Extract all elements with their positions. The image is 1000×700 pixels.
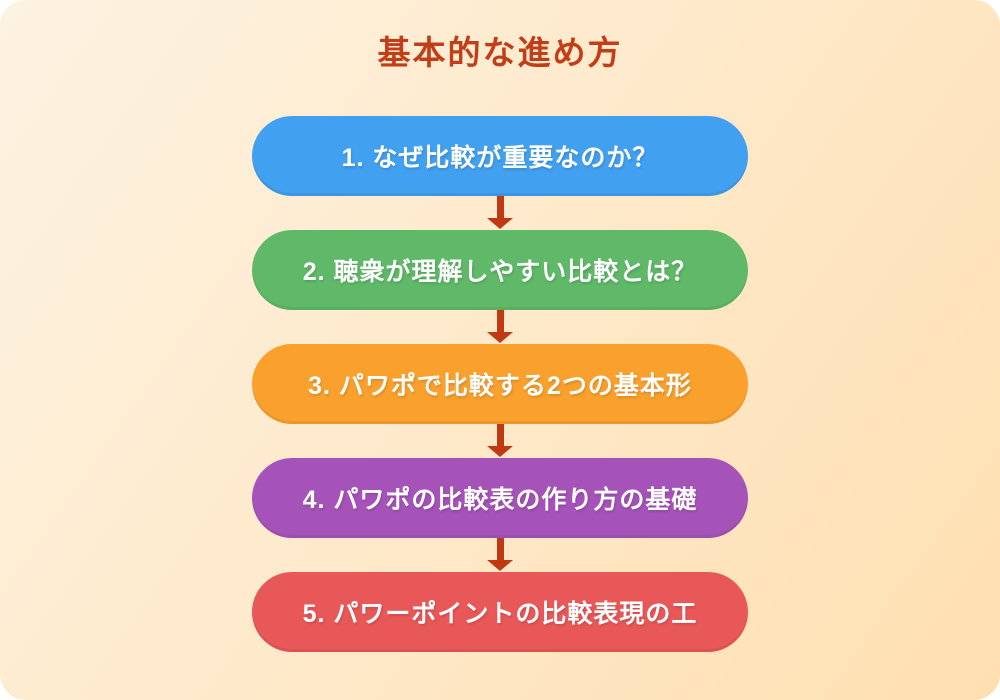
arrow-stem (496, 537, 504, 560)
step-1-label: 1. なぜ比較が重要なのか？ (341, 143, 659, 172)
arrow-head (487, 217, 513, 229)
diagram-title: 基本的な進め方 (377, 34, 623, 71)
step-5-label: 5. パワーポイントの比較表現の工 (302, 599, 698, 628)
arrow-stem (496, 195, 504, 218)
step-1-box: 1. なぜ比較が重要なのか？ (252, 115, 748, 196)
arrow-head (487, 331, 513, 343)
step-4-box: 4. パワポの比較表の作り方の基礎 (252, 457, 748, 538)
arrow-stem (496, 423, 504, 446)
arrow-head (487, 559, 513, 571)
step-4-label: 4. パワポの比較表の作り方の基礎 (302, 485, 698, 514)
arrow-down-icon (487, 537, 513, 572)
arrow-down-icon (487, 309, 513, 344)
arrow-stem (496, 309, 504, 332)
arrow-down-icon (487, 423, 513, 458)
step-2-box: 2. 聴衆が理解しやすい比較とは？ (252, 229, 748, 310)
arrow-down-icon (487, 195, 513, 230)
step-3-box: 3. パワポで比較する2つの基本形 (252, 343, 748, 424)
step-3-label: 3. パワポで比較する2つの基本形 (308, 371, 692, 400)
step-2-label: 2. 聴衆が理解しやすい比較とは？ (302, 257, 698, 286)
arrow-head (487, 445, 513, 457)
flowchart: 1. なぜ比較が重要なのか？ 2. 聴衆が理解しやすい比較とは？ 3. パワポで… (252, 115, 748, 652)
step-5-box: 5. パワーポイントの比較表現の工 (252, 571, 748, 652)
